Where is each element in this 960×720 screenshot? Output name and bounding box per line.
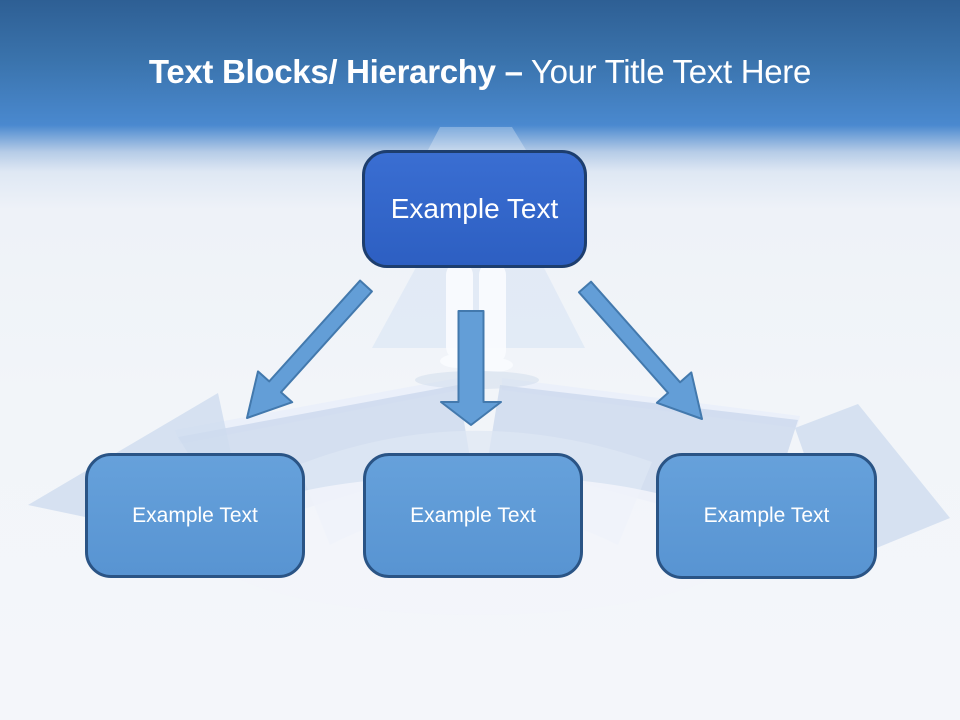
top-node-label: Example Text <box>390 193 559 224</box>
child-node-left[interactable]: Example Text <box>85 453 305 578</box>
watermark-figure-halo <box>428 127 526 150</box>
child-node-left-label: Example Text <box>132 503 258 527</box>
child-node-center[interactable]: Example Text <box>363 453 583 578</box>
slide-title: Text Blocks/ Hierarchy – Your Title Text… <box>0 49 960 95</box>
slide-title-regular: Your Title Text Here <box>522 53 812 90</box>
connector-arrows <box>246 279 703 426</box>
down-left-arrow-icon <box>246 279 373 419</box>
child-node-right[interactable]: Example Text <box>656 453 877 579</box>
top-node[interactable]: Example Text <box>362 150 587 268</box>
down-arrow-icon <box>440 310 502 426</box>
child-node-center-label: Example Text <box>410 503 536 527</box>
down-right-arrow-icon <box>578 280 703 420</box>
child-node-right-label: Example Text <box>703 504 830 527</box>
watermark-column <box>372 260 585 348</box>
slide-title-bold: Text Blocks/ Hierarchy – <box>148 53 523 90</box>
